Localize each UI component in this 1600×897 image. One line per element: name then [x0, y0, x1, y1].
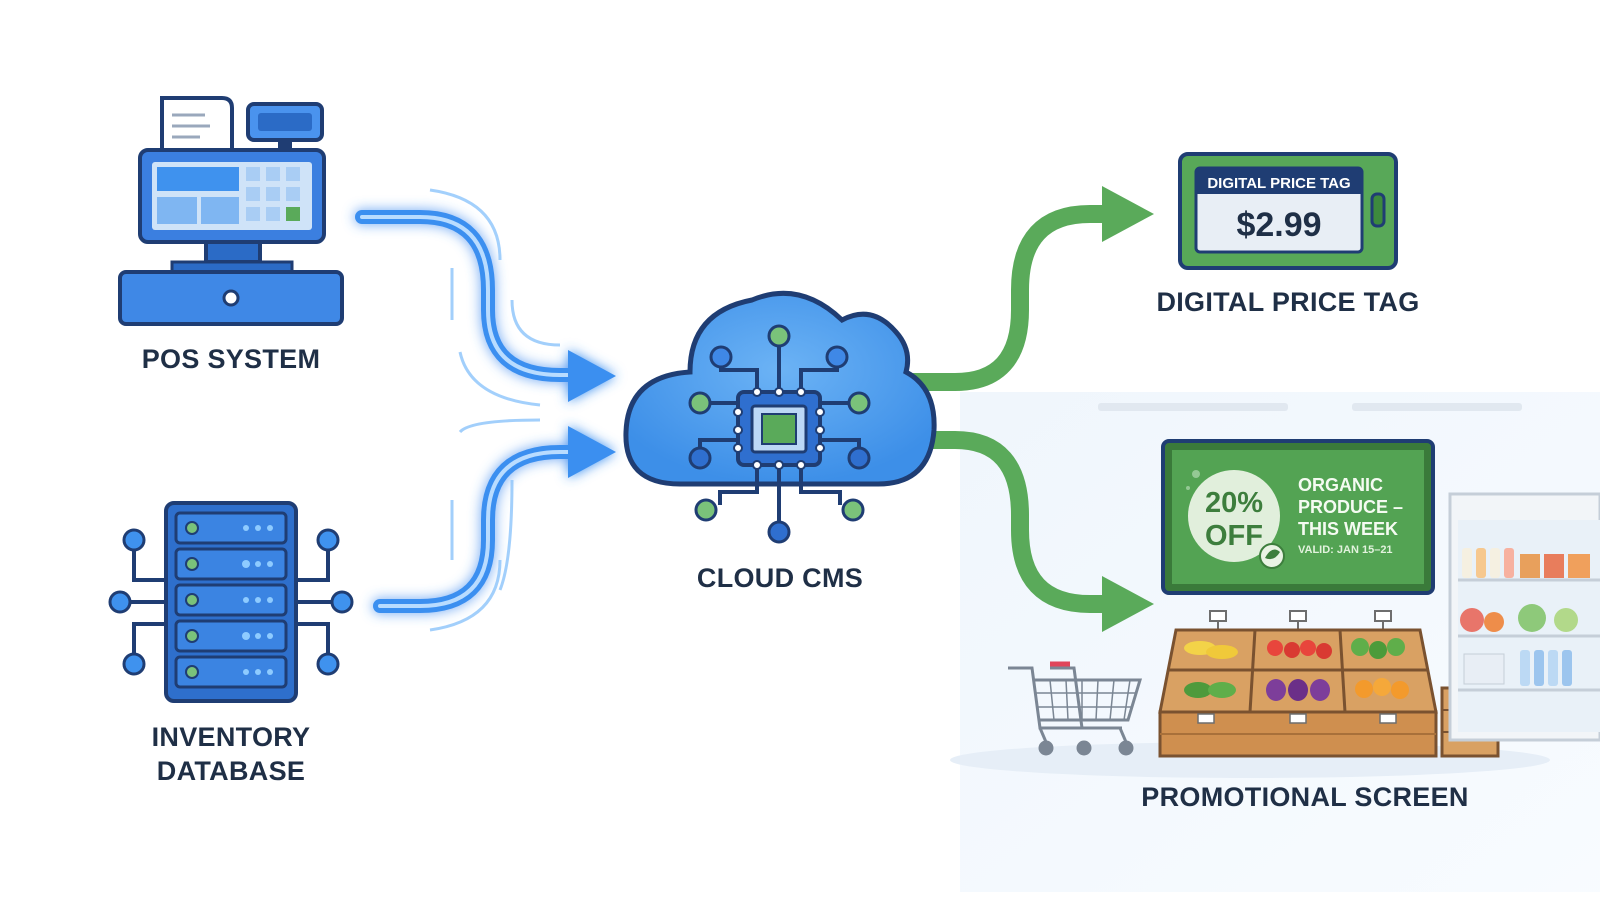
- edge-inventory-to-cloud: [373, 426, 616, 613]
- promo-headline-line3: THIS WEEK: [1298, 519, 1398, 539]
- price-tag-price: $2.99: [1236, 206, 1321, 244]
- pos-system-label: POS SYSTEM: [141, 344, 321, 374]
- inventory-label-line2: DATABASE: [156, 756, 306, 786]
- shopping-cart-illustration: [1008, 661, 1143, 756]
- cloud-cms-label: CLOUD CMS: [696, 563, 864, 593]
- cloud-cms-icon: [623, 290, 937, 544]
- promo-discount-line1: 20%: [1205, 487, 1263, 519]
- edge-glow-lines-top: [429, 188, 561, 407]
- refrigerator-illustration: [1448, 492, 1600, 742]
- edge-cloud-to-promo-screen: [903, 431, 1154, 632]
- digital-price-tag-label: DIGITAL PRICE TAG: [1156, 287, 1420, 317]
- promo-discount-line2: OFF: [1205, 520, 1263, 552]
- inventory-database-label: INVENTORY DATABASE: [100, 720, 362, 788]
- pos-system-icon: [118, 96, 344, 326]
- edge-cloud-to-price-tag: [903, 186, 1154, 391]
- edge-pos-to-cloud: [355, 210, 616, 402]
- inventory-label-line1: INVENTORY: [151, 722, 311, 752]
- promo-screen-device: 20% OFF ORGANIC PRODUCE – THIS WEEK VALI…: [1161, 439, 1435, 595]
- promo-headline-line1: ORGANIC: [1298, 475, 1383, 495]
- digital-price-tag-device: DIGITAL PRICE TAG $2.99: [1178, 152, 1398, 270]
- promo-headline-line2: PRODUCE –: [1298, 497, 1403, 517]
- edge-glow-lines-bottom: [429, 418, 541, 632]
- promotional-screen-label: PROMOTIONAL SCREEN: [1141, 782, 1469, 812]
- price-tag-header: DIGITAL PRICE TAG: [1207, 175, 1350, 192]
- promo-validity: VALID: JAN 15–21: [1298, 544, 1393, 556]
- database-server-icon: [108, 501, 354, 703]
